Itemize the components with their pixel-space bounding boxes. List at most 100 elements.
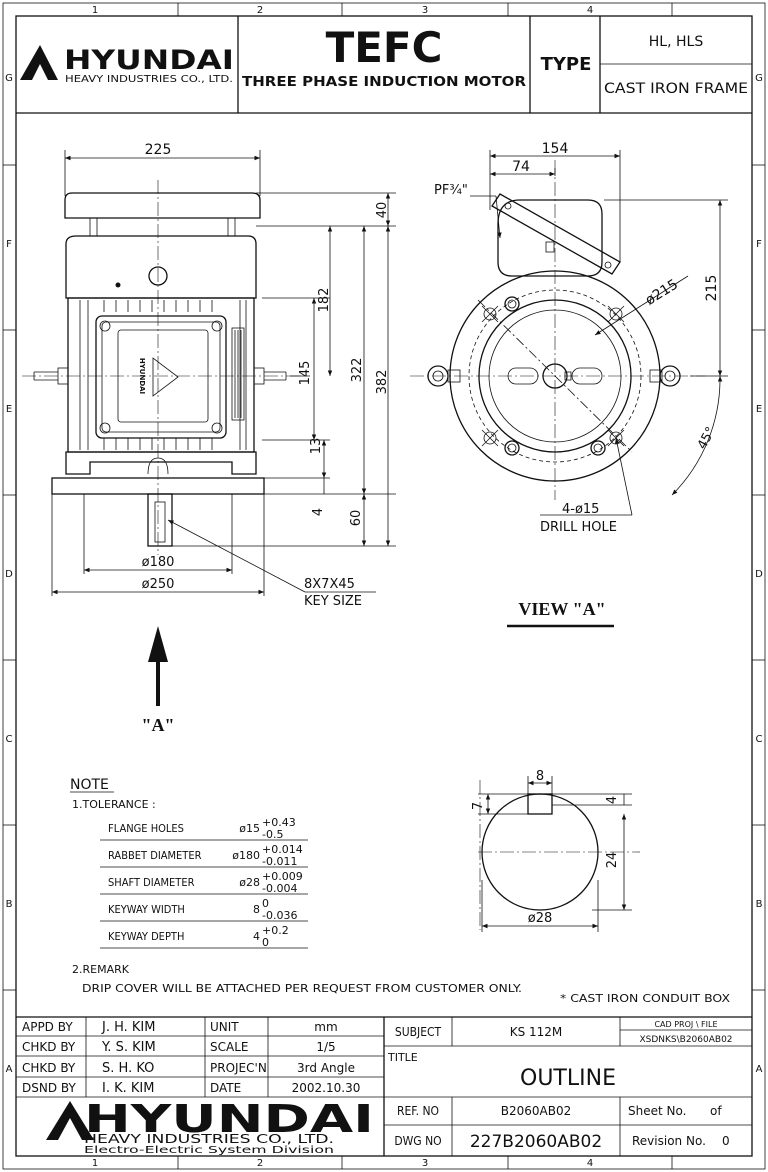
tolerance-table — [100, 839, 308, 949]
sheet-label: Sheet No. — [628, 1104, 686, 1118]
terminal-box — [65, 235, 257, 299]
dim-h4: 4 — [605, 796, 620, 804]
row-label-right: F — [756, 239, 762, 250]
dim-h215: 215 — [704, 275, 720, 302]
cooling-fins — [79, 300, 247, 450]
dim-225: 225 — [145, 142, 172, 158]
bolt-holes — [481, 305, 625, 447]
dwg-value: 227B2060AB02 — [470, 1132, 602, 1152]
title-label: TITLE — [387, 1051, 418, 1064]
row-label-right: G — [755, 73, 763, 84]
tolerance-name: KEYWAY DEPTH — [108, 930, 184, 943]
arrow-up-icon — [148, 626, 168, 662]
header-title: TEFC — [326, 23, 443, 72]
row-label-left: G — [5, 73, 13, 84]
ref-value: B2060AB02 — [501, 1104, 571, 1118]
tolerance-lower: -0.036 — [262, 909, 297, 922]
key-size-value: 8X7X45 — [304, 577, 355, 592]
shaft-section: 8 7 4 24 ø28 — [471, 769, 640, 932]
dim-60: 60 — [349, 510, 364, 527]
signer-role: CHKD BY — [22, 1040, 76, 1054]
col-label-bottom: 3 — [422, 1158, 428, 1169]
warning-triangle-icon — [152, 357, 179, 397]
header-logo: HYUNDAI HEAVY INDUSTRIES CO., LTD. — [20, 45, 234, 85]
col-label-top: 3 — [422, 5, 428, 16]
tolerance-name: RABBET DIAMETER — [108, 849, 202, 862]
dim-pf: PF¾" — [434, 183, 468, 198]
nameplate-frame — [95, 315, 227, 439]
row-label-left: A — [6, 1064, 13, 1075]
tolerance-nominal: ø180 — [232, 849, 260, 862]
drip-cover — [64, 192, 261, 219]
tolerance-name: FLANGE HOLES — [108, 822, 184, 835]
col-label-bottom: 4 — [587, 1158, 593, 1169]
frame-value: CAST IRON FRAME — [604, 81, 748, 97]
footer-company: HEAVY INDUSTRIES CO., LTD. — [84, 1132, 334, 1146]
tolerance-nominal: ø15 — [239, 822, 260, 835]
dim-d180: ø180 — [142, 555, 175, 570]
footer-logo-text: HYUNDAI — [84, 1097, 374, 1141]
dim-w8: 8 — [536, 769, 544, 784]
row-label-left: C — [6, 734, 13, 745]
arrow-label: "A" — [142, 715, 175, 735]
remark-text: DRIP COVER WILL BE ATTACHED PER REQUEST … — [82, 982, 522, 995]
prop-value: 1/5 — [316, 1040, 335, 1054]
signer-name: J. H. KIM — [101, 1020, 156, 1035]
tolerance-title: 1.TOLERANCE : — [72, 798, 156, 811]
hyundai-logo-icon — [20, 45, 58, 80]
tolerance-nominal: 4 — [253, 930, 260, 943]
tolerance-nominal: ø28 — [239, 876, 260, 889]
signer-role: CHKD BY — [22, 1061, 76, 1075]
signer-role: DSND BY — [22, 1081, 76, 1095]
prop-value: mm — [314, 1020, 337, 1034]
dim-74: 74 — [512, 159, 530, 175]
tolerance-upper: +0.43 — [262, 816, 296, 829]
tolerance-nominal: 8 — [253, 903, 260, 916]
row-label-left: E — [6, 404, 12, 415]
dwg-label: DWG NO — [394, 1134, 441, 1148]
signer-name: I. K. KIM — [102, 1081, 154, 1096]
tolerance-lower: -0.5 — [262, 828, 283, 841]
note-title: NOTE — [70, 777, 109, 793]
motor-feet — [65, 451, 257, 475]
dim-4: 4 — [311, 508, 326, 516]
row-label-right: D — [755, 569, 763, 580]
remark-title: 2.REMARK — [72, 963, 130, 976]
header-block: HYUNDAI HEAVY INDUSTRIES CO., LTD. TEFC … — [16, 16, 752, 114]
prop-label: DATE — [210, 1081, 241, 1095]
dim-d215: ø215 — [643, 276, 681, 308]
tolerance-lower: -0.004 — [262, 882, 297, 895]
header-company: HEAVY INDUSTRIES CO., LTD. — [65, 74, 233, 85]
row-label-left: D — [5, 569, 13, 580]
signer-name: S. H. KO — [102, 1061, 154, 1076]
footer-division: Electro-Electric System Division — [84, 1145, 334, 1156]
subject-label: SUBJECT — [395, 1025, 442, 1039]
signer-role: APPD BY — [22, 1020, 73, 1034]
tolerance-upper: +0.014 — [262, 843, 303, 856]
col-label-bottom: 2 — [257, 1158, 263, 1169]
view-a-terminal-box — [491, 193, 621, 277]
rev-value: 0 — [722, 1134, 730, 1148]
dim-40: 40 — [375, 202, 390, 219]
prop-label: SCALE — [210, 1040, 248, 1054]
side-view: HYUNDAI 225 — [22, 142, 396, 609]
sheet-of: of — [710, 1104, 722, 1118]
row-label-right: C — [756, 734, 763, 745]
tolerance-lower: 0 — [262, 936, 269, 949]
col-label-top: 4 — [587, 5, 593, 16]
angle-arc — [671, 375, 723, 496]
dim-13: 13 — [309, 438, 324, 455]
type-label: TYPE — [541, 54, 592, 75]
dim-322: 322 — [350, 358, 365, 383]
dim-d28: ø28 — [528, 911, 553, 926]
dim-h7: 7 — [471, 802, 486, 810]
row-label-right: E — [756, 404, 762, 415]
col-label-top: 1 — [92, 5, 98, 16]
prop-label: UNIT — [210, 1020, 239, 1034]
title-value: OUTLINE — [520, 1066, 616, 1091]
cad-value: XSDNKS\B2060AB02 — [639, 1035, 732, 1045]
cad-label: CAD PROJ \ FILE — [654, 1020, 717, 1029]
prop-label: PROJEC'N — [210, 1061, 267, 1075]
